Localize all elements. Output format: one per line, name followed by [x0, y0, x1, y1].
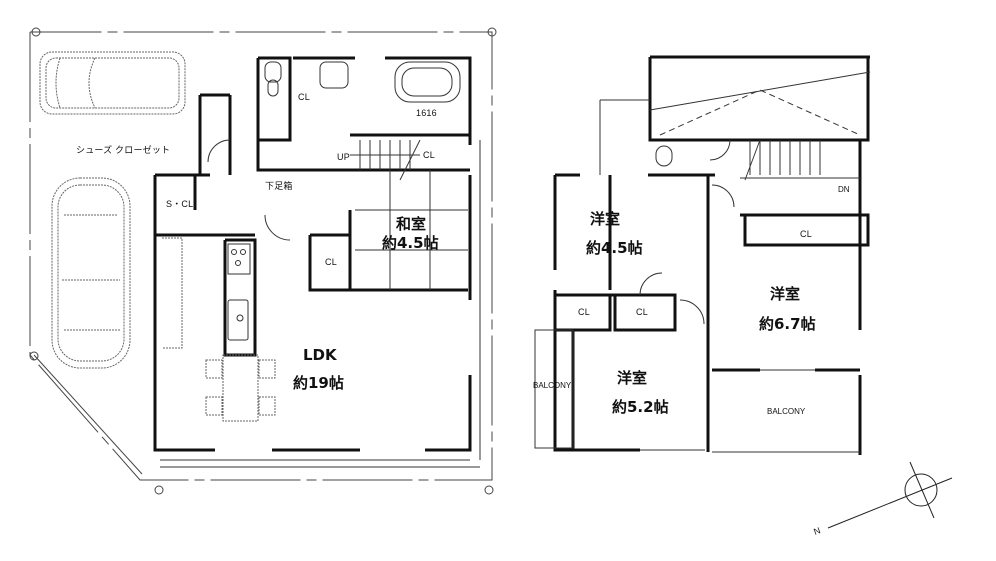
dining-table — [162, 237, 276, 422]
hall-cl-label: CL — [325, 257, 337, 267]
room1-name: 洋室 — [590, 210, 621, 228]
washitsu-size: 約4.5帖 — [382, 234, 439, 252]
ldk-size: 約19帖 — [293, 374, 344, 392]
site-boundary — [29, 27, 497, 495]
s-cl-label: S・CL — [166, 199, 194, 209]
stairs-cl-label: CL — [423, 150, 435, 160]
ldk-name: LDK — [303, 346, 337, 364]
compass-rose — [827, 461, 953, 529]
closet-a-label: CL — [578, 307, 590, 317]
stairs-up-label: UP — [337, 152, 350, 162]
floor1-walls — [153, 56, 472, 452]
car-left — [51, 177, 131, 369]
getabako-label: 下足箱 — [265, 181, 293, 191]
toilet-cl-label: CL — [298, 92, 310, 102]
stairs-down-label: DN — [838, 185, 850, 194]
bath-size-label: 1616 — [416, 108, 437, 118]
washitsu-name: 和室 — [396, 215, 427, 233]
room3-size: 約5.2帖 — [612, 398, 669, 416]
room3-name: 洋室 — [617, 369, 648, 387]
room1-size: 約4.5帖 — [586, 239, 643, 257]
car-top — [39, 51, 186, 115]
balcony-right-label: BALCONY — [767, 407, 806, 416]
closet-c-label: CL — [800, 229, 812, 239]
closet-b-label: CL — [636, 307, 648, 317]
balcony-left-label: BALCONY — [533, 381, 572, 390]
room2-size: 約6.7帖 — [759, 315, 816, 333]
room2-name: 洋室 — [770, 285, 801, 303]
shoes-closet-label: シューズ クローゼット — [76, 145, 171, 155]
